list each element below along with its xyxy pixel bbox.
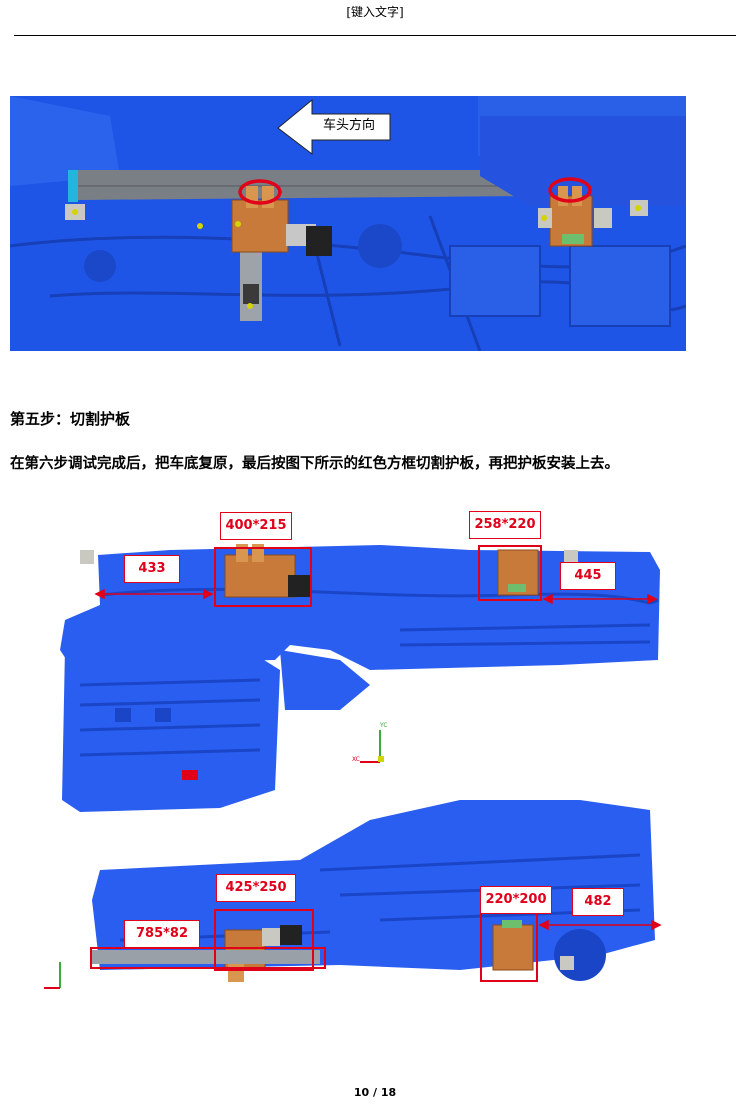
label-dim-top-left: 433 [124, 555, 180, 583]
cut-frame-bottom-strip [90, 947, 326, 969]
label-cut-top-left: 400*215 [220, 512, 292, 540]
page-header: [键入文字] [346, 5, 404, 19]
cut-frame-top-right [478, 545, 542, 601]
header-divider [14, 35, 736, 36]
page-number: 10 / 18 [353, 1086, 397, 1099]
section-title: 第五步：切割护板 [10, 410, 131, 428]
instruction-text: 在第六步调试完成后，把车底复原，最后按图下所示的红色方框切割护板，再把护板安装上… [10, 456, 619, 472]
label-cut-bottom-right: 220*200 [480, 886, 552, 914]
label-cut-top-right: 258*220 [469, 511, 541, 539]
underbody-render-top [10, 96, 686, 351]
label-cut-bottom-left: 425*250 [216, 874, 296, 902]
direction-arrow-label: 车头方向 [322, 118, 375, 133]
cutting-plan-figure: 400*215 258*220 433 445 425*250 220*200 … [40, 500, 680, 1000]
guard-plates-drawing [44, 544, 662, 989]
underbody-figure-top: 车头方向 [10, 96, 686, 351]
label-dim-bottom-right: 482 [572, 888, 624, 916]
cut-frame-bottom-right [480, 912, 538, 982]
label-dim-bottom-left: 785*82 [124, 920, 200, 948]
label-dim-top-right: 445 [560, 562, 616, 590]
cut-frame-top-left [214, 547, 312, 607]
axis-label-x: XC [352, 756, 360, 763]
axis-label-y: YC [380, 722, 388, 729]
cut-frame-bottom-left [214, 909, 314, 971]
